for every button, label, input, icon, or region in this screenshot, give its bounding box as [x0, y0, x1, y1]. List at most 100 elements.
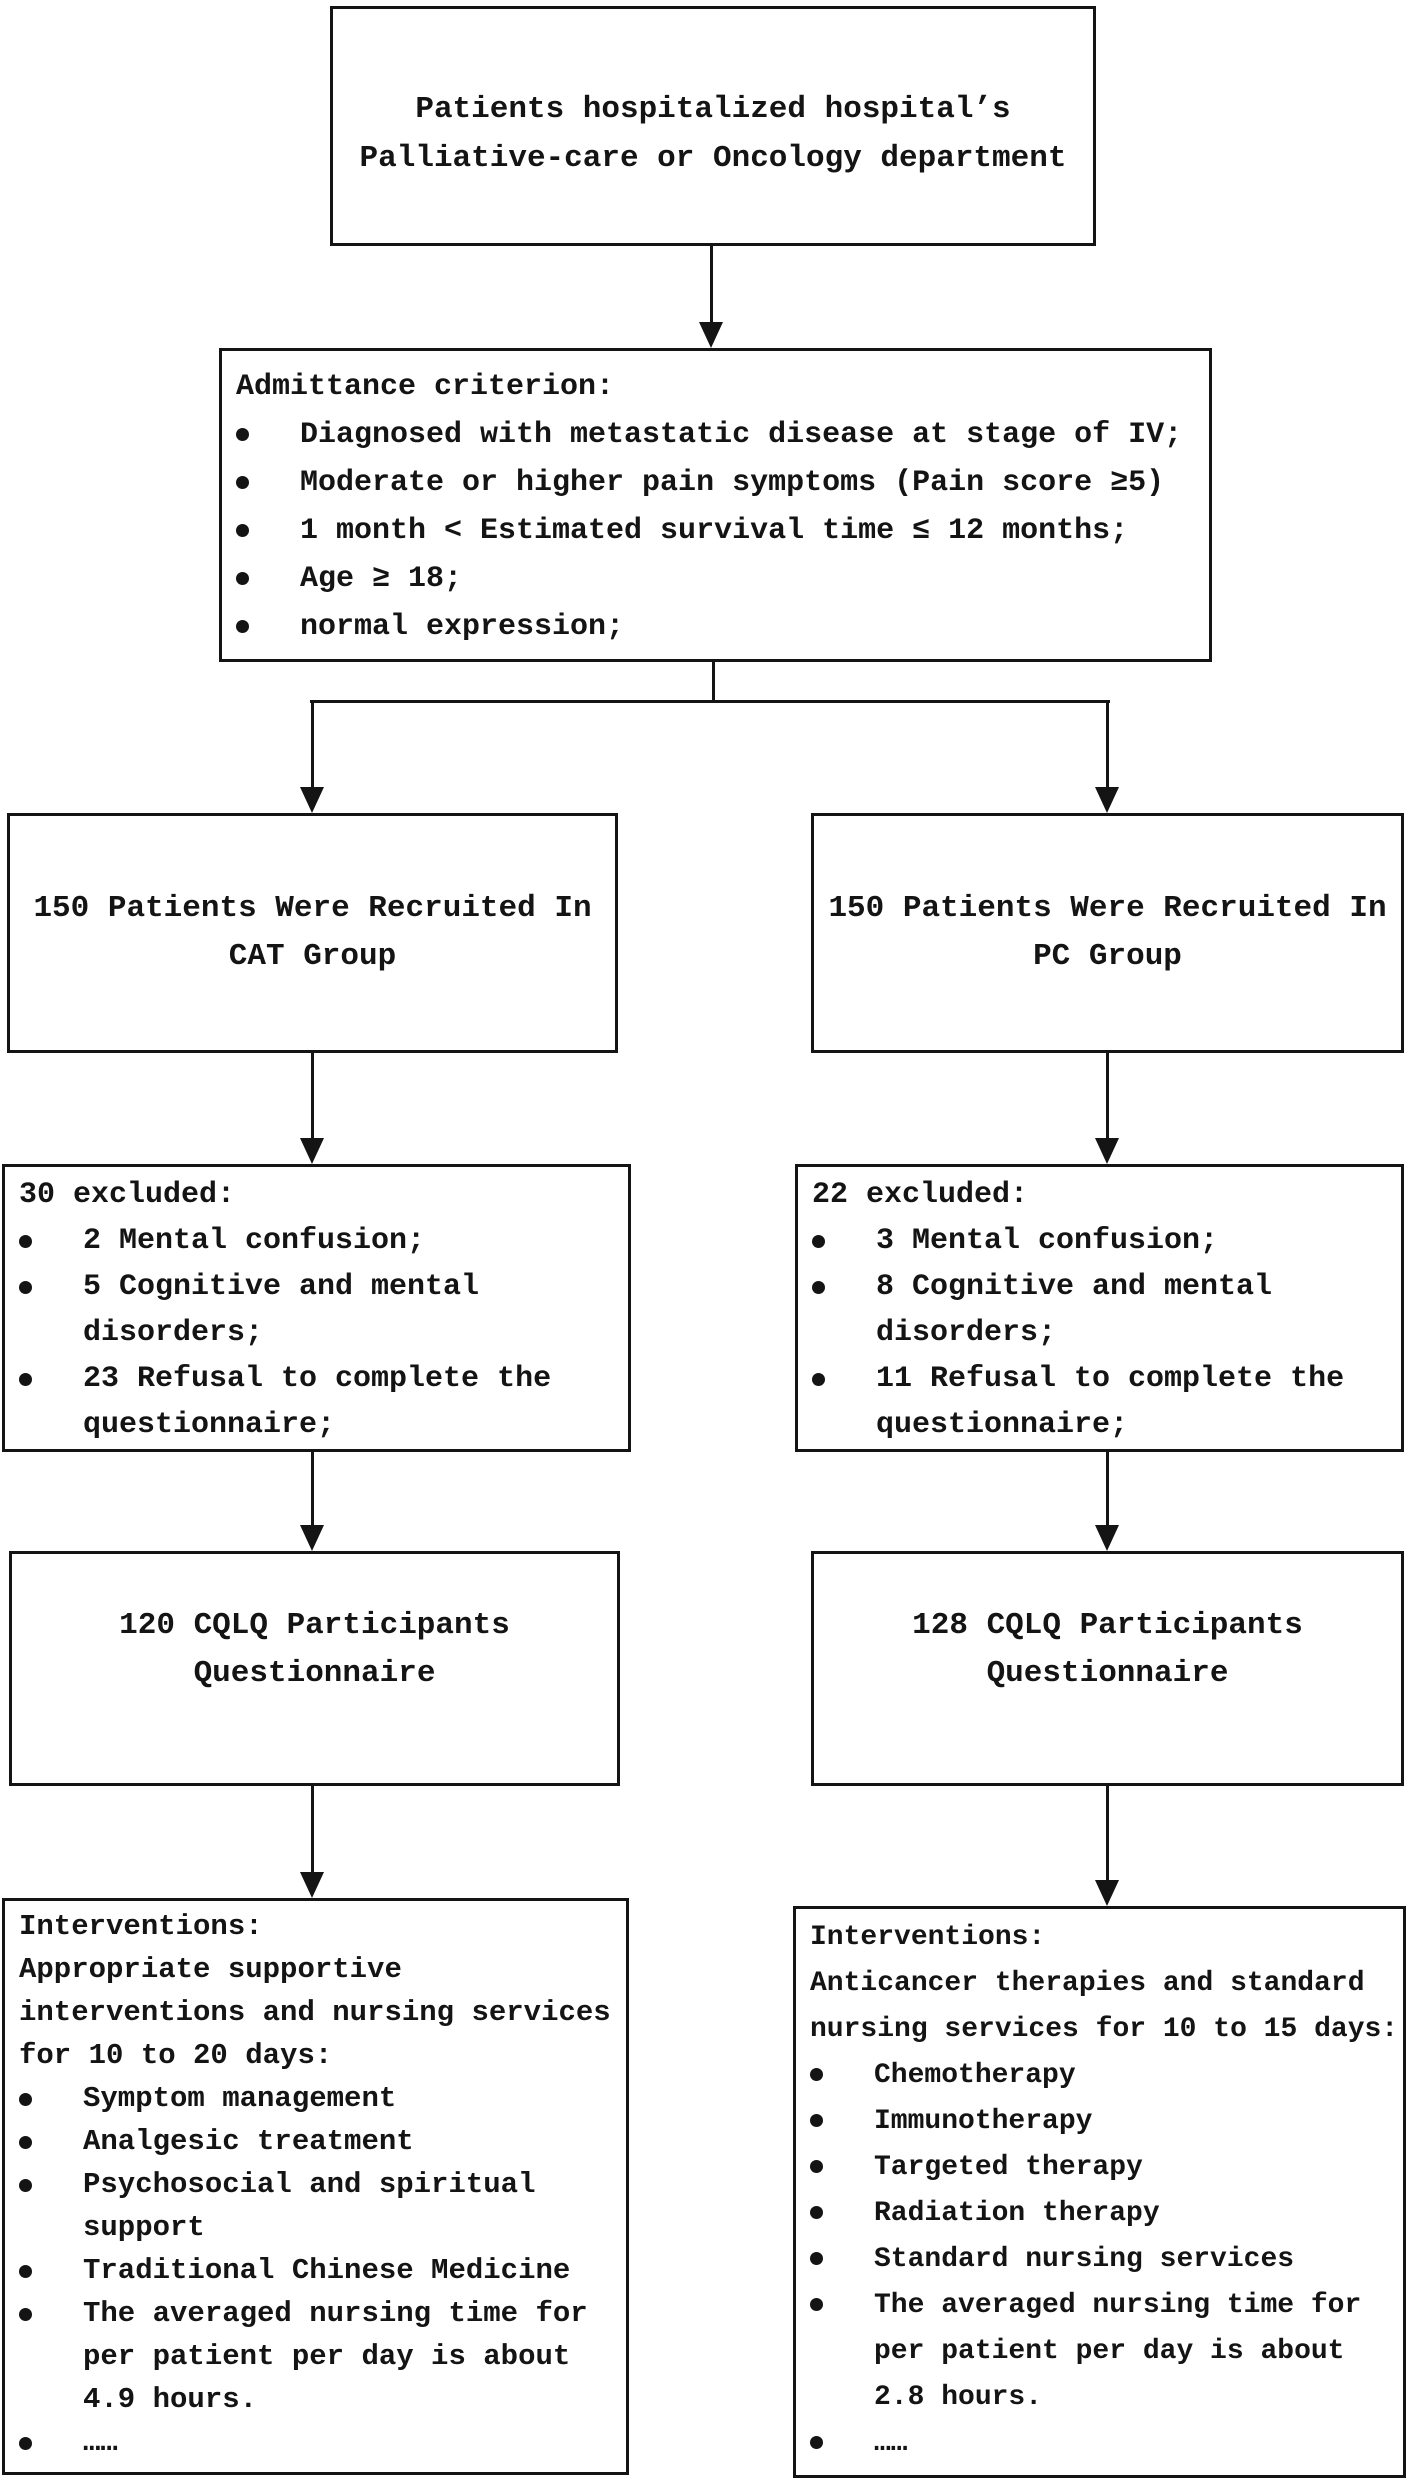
- bullet-text: Standard nursing services: [874, 2244, 1295, 2275]
- bullet-text: 11 Refusal to complete the questionnaire…: [876, 1362, 1345, 1442]
- connector-line: [1106, 1786, 1109, 1882]
- arrow-head-icon: [1095, 787, 1119, 813]
- bullet-text: Psychosocial and spiritual support: [83, 2168, 536, 2244]
- bullet-dot-icon: [236, 427, 249, 441]
- bullet-item: The averaged nursing time for per patien…: [5, 2292, 618, 2421]
- connector-line: [311, 1053, 314, 1141]
- bullet-item: Psychosocial and spiritual support: [5, 2163, 618, 2249]
- bullet-text: 1 month < Estimated survival time ≤ 12 m…: [300, 514, 1129, 548]
- bullet-text: 5 Cognitive and mental disorders;: [83, 1270, 480, 1350]
- bullet-dot-icon: [810, 2206, 823, 2220]
- bullet-item: Symptom management: [5, 2077, 618, 2120]
- connector-line: [712, 662, 715, 703]
- bullet-text: Radiation therapy: [874, 2198, 1160, 2229]
- bullet-text: 3 Mental confusion;: [876, 1224, 1219, 1258]
- connector-line: [1106, 1452, 1109, 1527]
- cat-cqlq-line-2: Questionnaire: [193, 1655, 436, 1691]
- pc-excluded-title: 22 excluded:: [812, 1178, 1029, 1212]
- bullet-text: Immunotherapy: [874, 2106, 1093, 2137]
- connector-line: [311, 1786, 314, 1874]
- bullet-item: ……: [5, 2421, 618, 2464]
- bullet-dot-icon: [19, 2264, 32, 2278]
- bullet-dot-icon: [19, 1280, 32, 1294]
- bullet-item: Diagnosed with metastatic disease at sta…: [222, 411, 1199, 459]
- cat-cqlq-box: 120 CQLQ Participants Questionnaire: [9, 1551, 620, 1786]
- bullet-dot-icon: [812, 1234, 825, 1248]
- admittance-criteria-box: Admittance criterion: Diagnosed with met…: [219, 348, 1212, 662]
- arrow-head-icon: [300, 1525, 324, 1551]
- bullet-text: ……: [83, 2426, 118, 2459]
- bullet-text: Analgesic treatment: [83, 2125, 414, 2158]
- pc-interventions-title: Interventions:: [810, 1922, 1046, 1953]
- pc-recruited-line-1: 150 Patients Were Recruited In: [828, 891, 1387, 926]
- bullet-text: Chemotherapy: [874, 2060, 1076, 2091]
- bullet-item: Traditional Chinese Medicine: [5, 2249, 618, 2292]
- bullet-text: The averaged nursing time for per patien…: [874, 2290, 1362, 2413]
- cat-recruited-box: 150 Patients Were Recruited In CAT Group: [7, 813, 618, 1053]
- source-line-2: Palliative-care or Oncology department: [359, 141, 1067, 176]
- bullet-text: Age ≥ 18;: [300, 562, 463, 596]
- bullet-item: 8 Cognitive and mental disorders;: [798, 1264, 1393, 1356]
- arrow-head-icon: [300, 787, 324, 813]
- pc-interventions-intro: Anticancer therapies and standard nursin…: [810, 1968, 1399, 2045]
- bullet-dot-icon: [19, 2092, 32, 2106]
- bullet-dot-icon: [19, 1234, 32, 1248]
- pc-cqlq-box: 128 CQLQ Participants Questionnaire: [811, 1551, 1404, 1786]
- arrow-head-icon: [1095, 1525, 1119, 1551]
- pc-recruited-line-2: PC Group: [1033, 939, 1182, 974]
- bullet-dot-icon: [236, 619, 249, 633]
- bullet-item: Standard nursing services: [796, 2237, 1401, 2283]
- bullet-item: Chemotherapy: [796, 2053, 1401, 2099]
- bullet-dot-icon: [812, 1280, 825, 1294]
- bullet-text: ……: [874, 2428, 908, 2459]
- bullet-text: Symptom management: [83, 2082, 397, 2115]
- bullet-item: The averaged nursing time for per patien…: [796, 2283, 1401, 2421]
- bullet-text: Traditional Chinese Medicine: [83, 2254, 571, 2287]
- bullet-dot-icon: [810, 2114, 823, 2128]
- bullet-item: Immunotherapy: [796, 2099, 1401, 2145]
- cat-interventions-box: Interventions: Appropriate supportive in…: [2, 1898, 629, 2475]
- bullet-item: 3 Mental confusion;: [798, 1218, 1393, 1264]
- bullet-item: Age ≥ 18;: [222, 555, 1199, 603]
- bullet-dot-icon: [19, 2307, 32, 2321]
- connector-line: [310, 700, 1110, 703]
- arrow-head-icon: [1095, 1880, 1119, 1906]
- bullet-text: 23 Refusal to complete the questionnaire…: [83, 1362, 552, 1442]
- bullet-item: 23 Refusal to complete the questionnaire…: [5, 1356, 620, 1448]
- cat-cqlq-line-1: 120 CQLQ Participants: [119, 1607, 510, 1643]
- cat-interventions-intro: Appropriate supportive interventions and…: [19, 1953, 611, 2072]
- bullet-dot-icon: [810, 2252, 823, 2266]
- arrow-head-icon: [699, 322, 723, 348]
- cat-excluded-box: 30 excluded: 2 Mental confusion; 5 Cogni…: [2, 1164, 631, 1452]
- admittance-title: Admittance criterion:: [236, 370, 615, 404]
- connector-line: [1106, 1053, 1109, 1141]
- bullet-dot-icon: [236, 475, 249, 489]
- bullet-dot-icon: [19, 2135, 32, 2149]
- bullet-dot-icon: [812, 1372, 825, 1386]
- bullet-dot-icon: [19, 2178, 32, 2192]
- cat-interventions-title: Interventions:: [19, 1910, 263, 1943]
- cat-excluded-title: 30 excluded:: [19, 1178, 236, 1212]
- bullet-text: Moderate or higher pain symptoms (Pain s…: [300, 466, 1165, 500]
- arrow-head-icon: [1095, 1138, 1119, 1164]
- bullet-item: Radiation therapy: [796, 2191, 1401, 2237]
- bullet-dot-icon: [236, 571, 249, 585]
- connector-line: [710, 246, 713, 324]
- bullet-item: 11 Refusal to complete the questionnaire…: [798, 1356, 1393, 1448]
- pc-recruited-box: 150 Patients Were Recruited In PC Group: [811, 813, 1404, 1053]
- cat-recruited-line-2: CAT Group: [228, 939, 397, 974]
- connector-line: [1106, 700, 1109, 789]
- bullet-item: 2 Mental confusion;: [5, 1218, 620, 1264]
- bullet-text: The averaged nursing time for per patien…: [83, 2297, 588, 2416]
- bullet-dot-icon: [19, 2436, 32, 2450]
- connector-line: [311, 1452, 314, 1527]
- bullet-text: Targeted therapy: [874, 2152, 1143, 2183]
- source-line-1: Patients hospitalized hospital’s: [415, 92, 1011, 127]
- pc-excluded-box: 22 excluded: 3 Mental confusion; 8 Cogni…: [795, 1164, 1404, 1452]
- bullet-dot-icon: [19, 1372, 32, 1386]
- bullet-dot-icon: [810, 2298, 823, 2312]
- bullet-item: Targeted therapy: [796, 2145, 1401, 2191]
- bullet-dot-icon: [236, 523, 249, 537]
- bullet-dot-icon: [810, 2436, 823, 2450]
- bullet-item: Moderate or higher pain symptoms (Pain s…: [222, 459, 1199, 507]
